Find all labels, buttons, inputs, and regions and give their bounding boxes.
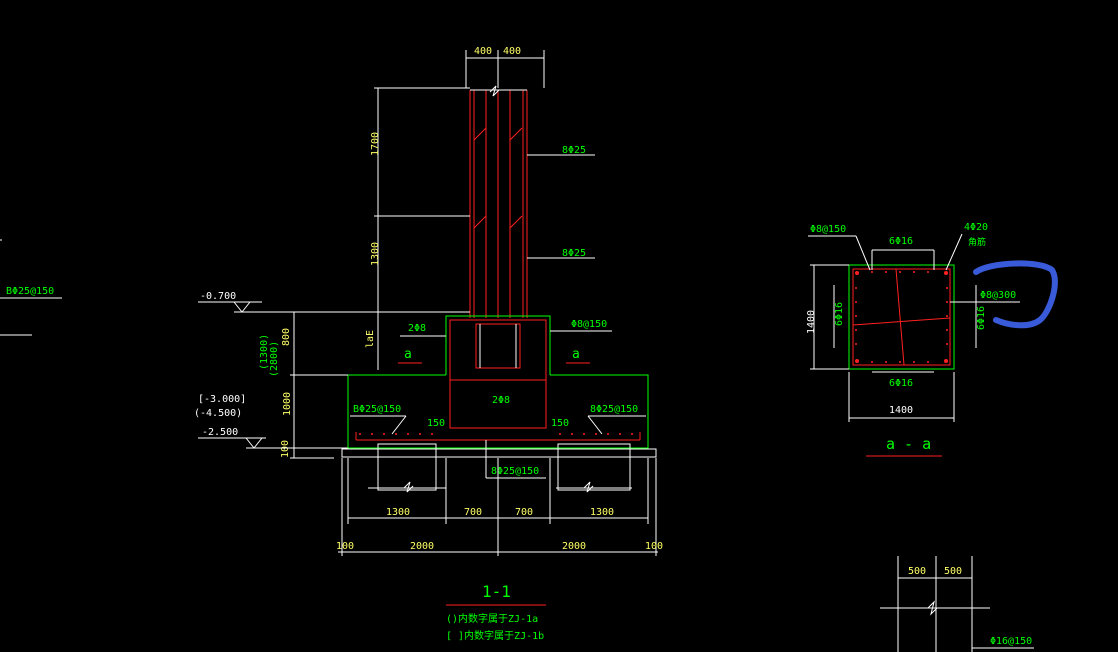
section-1-1: 400 400 1700 1300 laE 8Φ25 xyxy=(0,46,663,642)
dim-1700: 1700 xyxy=(370,132,381,156)
dim-b2-2000b: 2000 xyxy=(562,541,586,552)
dim-b2-100b: 100 xyxy=(645,541,663,552)
base-rebar-dots xyxy=(359,433,633,435)
label-hook-right: 150 xyxy=(551,418,569,429)
markup-stroke xyxy=(973,260,1058,329)
aa-width: 1400 xyxy=(889,405,913,416)
detail-bottom-right: 500 500 Φ16@150 xyxy=(880,556,1034,652)
elev-4500: (-4.500) xyxy=(194,408,242,419)
aa-ties: Φ8@300 xyxy=(980,290,1016,301)
mark-a-right: a xyxy=(572,347,580,362)
label-base-bottom: 8Φ25@150 xyxy=(491,466,539,477)
dim-b1-1300a: 1300 xyxy=(386,507,410,518)
dim-800: 800 xyxy=(281,328,292,346)
aa-left-bars: 6Φ16 xyxy=(834,302,845,326)
elev-0700: -0.700 xyxy=(200,291,236,302)
label-far-left: BΦ25@150 xyxy=(6,286,54,297)
aa-corner-bars: 4Φ20 xyxy=(964,222,988,233)
label-pedestal-center: 2Φ8 xyxy=(492,395,510,406)
aa-title: a - a xyxy=(886,435,931,453)
dim-lae: laE xyxy=(365,330,376,348)
label-col-lower: 8Φ25 xyxy=(562,248,586,259)
dim-b1-700a: 700 xyxy=(464,507,482,518)
detail-dim-2: 500 xyxy=(944,566,962,577)
mark-a-left: a xyxy=(404,347,412,362)
aa-bottom-bars: 6Φ16 xyxy=(889,378,913,389)
label-col-upper: 8Φ25 xyxy=(562,145,586,156)
label-base-right: 8Φ25@150 xyxy=(590,404,638,415)
dim-b1-700b: 700 xyxy=(515,507,533,518)
dim-b1-1300b: 1300 xyxy=(590,507,614,518)
dim-1300: 1300 xyxy=(370,242,381,266)
aa-right-bars: 6Φ16 xyxy=(976,306,987,330)
dim-b2-100a: 100 xyxy=(336,541,354,552)
dim-alt-1300: (1300) xyxy=(259,334,270,370)
dim-top-1: 400 xyxy=(474,46,492,57)
aa-height: 1400 xyxy=(806,310,817,334)
note-a: ()内数字属于ZJ-1a xyxy=(446,612,538,625)
dim-b2-2000a: 2000 xyxy=(410,541,434,552)
aa-top-bars: 6Φ16 xyxy=(889,236,913,247)
aa-corner-note: 角筋 xyxy=(968,236,986,248)
column-rebar xyxy=(469,85,528,318)
dim-100: 100 xyxy=(280,440,291,458)
elev-3000: [-3.000] xyxy=(198,394,246,405)
label-base-left: BΦ25@150 xyxy=(353,404,401,415)
label-hook-left: 150 xyxy=(427,418,445,429)
elev-2500: -2.500 xyxy=(202,427,238,438)
dim-top-2: 400 xyxy=(503,46,521,57)
dim-1000: 1000 xyxy=(282,392,293,416)
section-1-1-title: 1-1 xyxy=(482,582,511,601)
note-b: [ ]内数字属于ZJ-1b xyxy=(446,629,544,642)
label-pedestal-left: 2Φ8 xyxy=(408,323,426,334)
dim-alt-2800: (2800) xyxy=(269,341,280,377)
section-a-a: Φ8@150 4Φ20 角筋 6Φ16 6Φ16 6Φ16 6Φ16 Φ8@30… xyxy=(806,222,1058,457)
detail-stirrup: Φ16@150 xyxy=(990,636,1032,647)
section-a-bars xyxy=(855,271,948,363)
detail-dim-1: 500 xyxy=(908,566,926,577)
label-pedestal-stirrup: Φ8@150 xyxy=(571,319,607,330)
aa-stirrup: Φ8@150 xyxy=(810,224,846,235)
